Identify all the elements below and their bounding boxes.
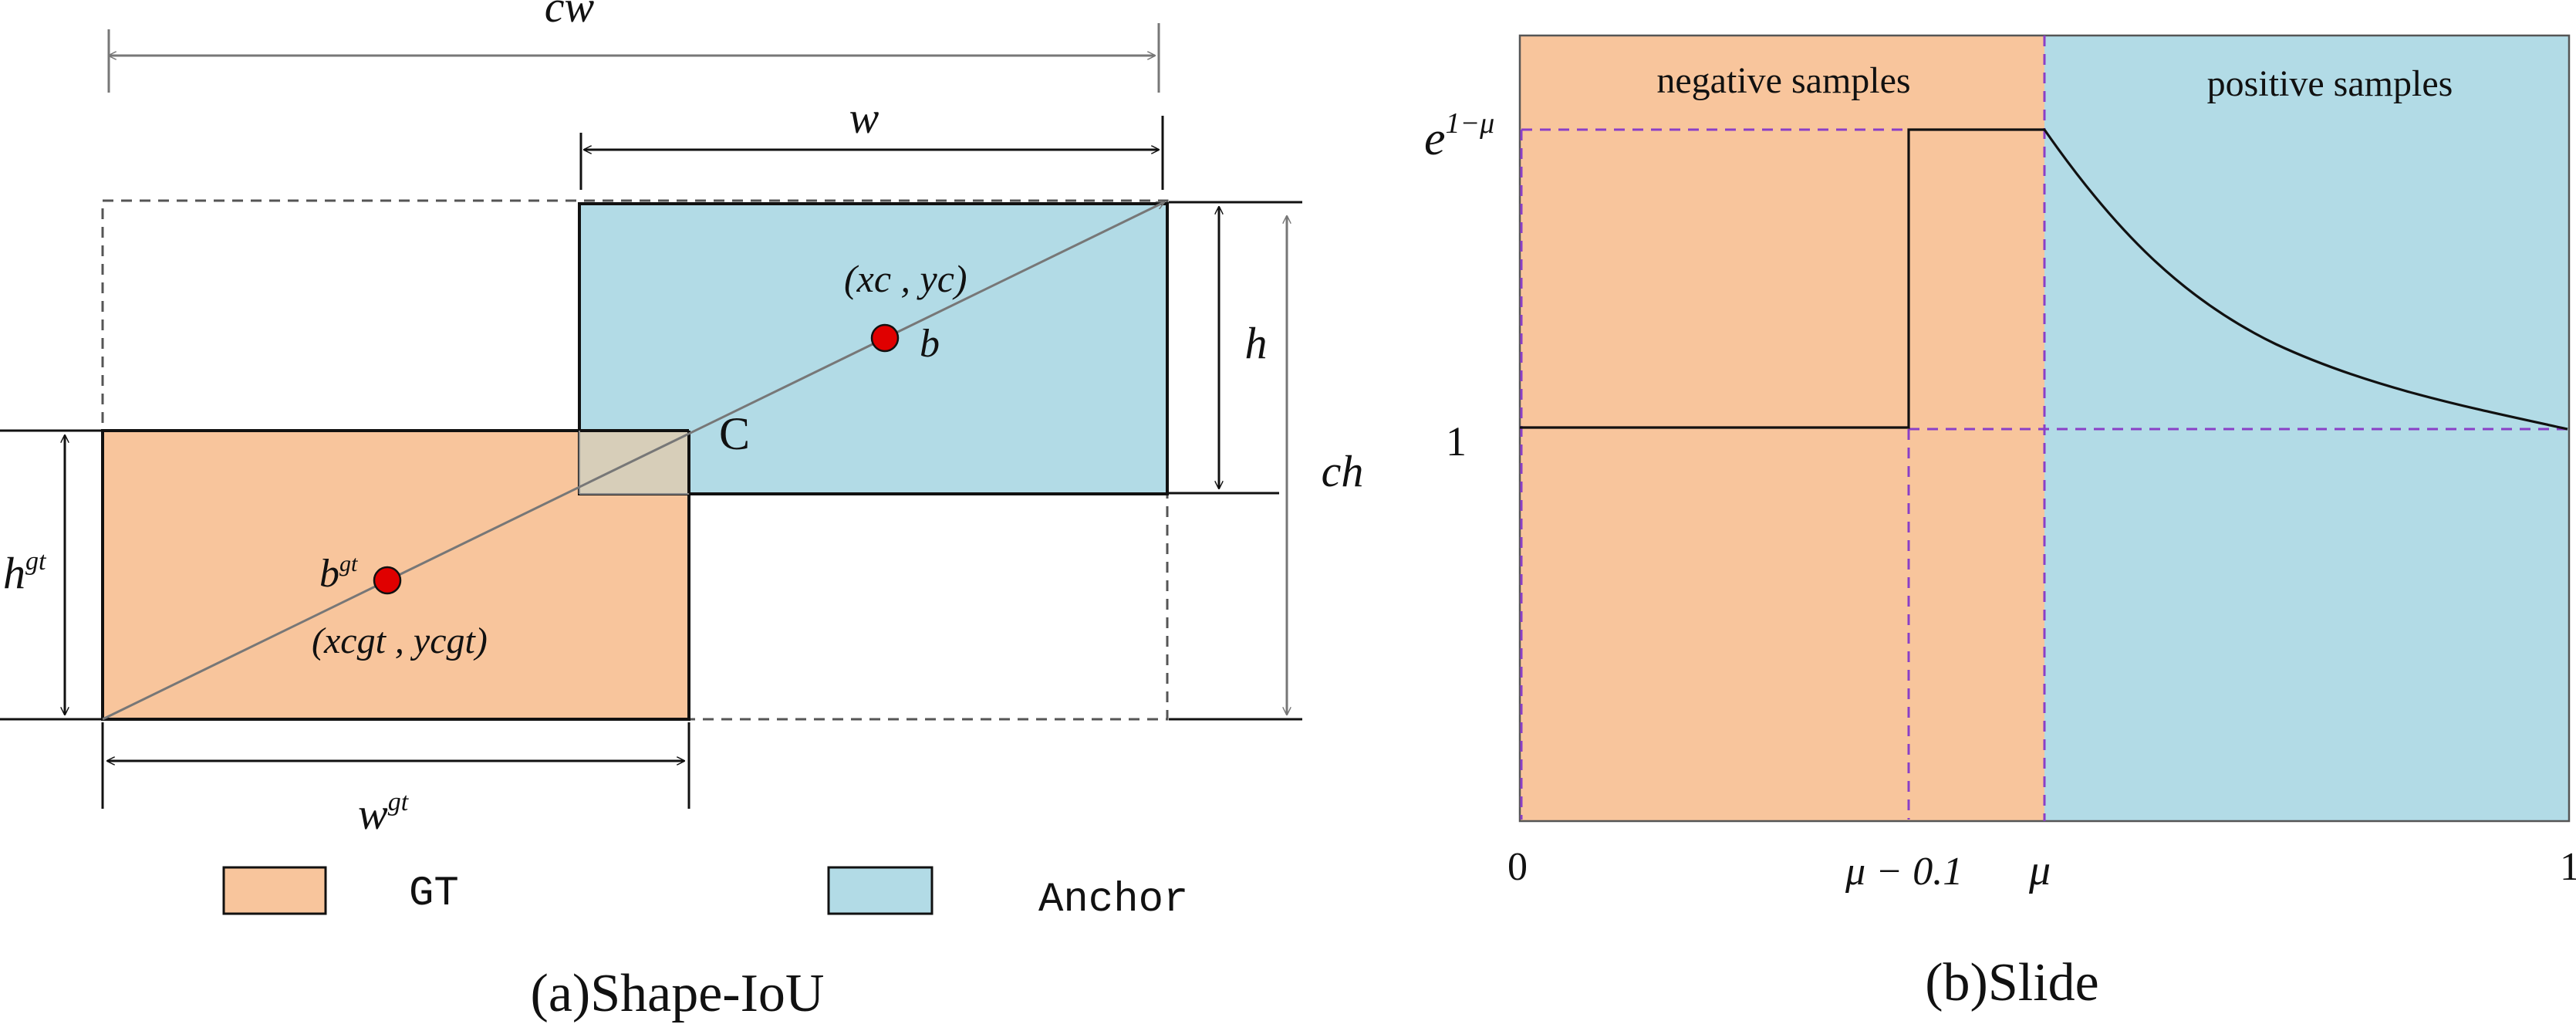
anchor-center-dot xyxy=(870,323,900,353)
x-tick-mu-minus: μ − 0.1 xyxy=(1845,850,1963,894)
weight-curve xyxy=(1520,128,2568,431)
gt-center-dot xyxy=(373,566,402,595)
panel-b-caption: (b)Slide xyxy=(1925,953,2099,1012)
slide-panel: negative samples positive samples e1−μ 1… xyxy=(1424,34,2576,1012)
y-tick-top: e1−μ xyxy=(1424,107,1494,165)
negative-samples-label: negative samples xyxy=(1656,60,1910,101)
b-label: b xyxy=(920,322,940,366)
h-label: h xyxy=(1245,318,1268,368)
x-tick-mu: μ xyxy=(2028,847,2051,894)
wgt-label: wgt xyxy=(358,788,410,839)
gt-center-label: (xcgt , ycgt) xyxy=(312,620,488,661)
w-label: w xyxy=(849,93,879,143)
anchor-center-label: (xc , yc) xyxy=(844,257,967,300)
c-label: C xyxy=(719,408,750,459)
x-tick-zero: 0 xyxy=(1507,845,1528,889)
cw-label: cw xyxy=(545,0,595,32)
legend-anchor-swatch xyxy=(827,866,934,915)
diagonal-line xyxy=(102,201,1164,721)
hgt-label: hgt xyxy=(3,547,47,598)
ch-label: ch xyxy=(1322,446,1364,496)
y-tick-one: 1 xyxy=(1446,418,1467,465)
legend-gt-swatch xyxy=(222,866,327,915)
bgt-label: bgt xyxy=(319,551,358,596)
legend-anchor-label: Anchor xyxy=(1038,877,1188,924)
overlap-region xyxy=(579,431,689,494)
x-tick-one: 1 xyxy=(2560,845,2576,889)
positive-samples-label: positive samples xyxy=(2207,63,2453,104)
panel-a-caption: (a)Shape-IoU xyxy=(531,964,825,1023)
shape-iou-panel: cw w h ch hgt wgt C b bgt xyxy=(0,0,1363,1023)
legend: GT Anchor xyxy=(222,866,1188,924)
legend-gt-label: GT xyxy=(409,870,459,918)
